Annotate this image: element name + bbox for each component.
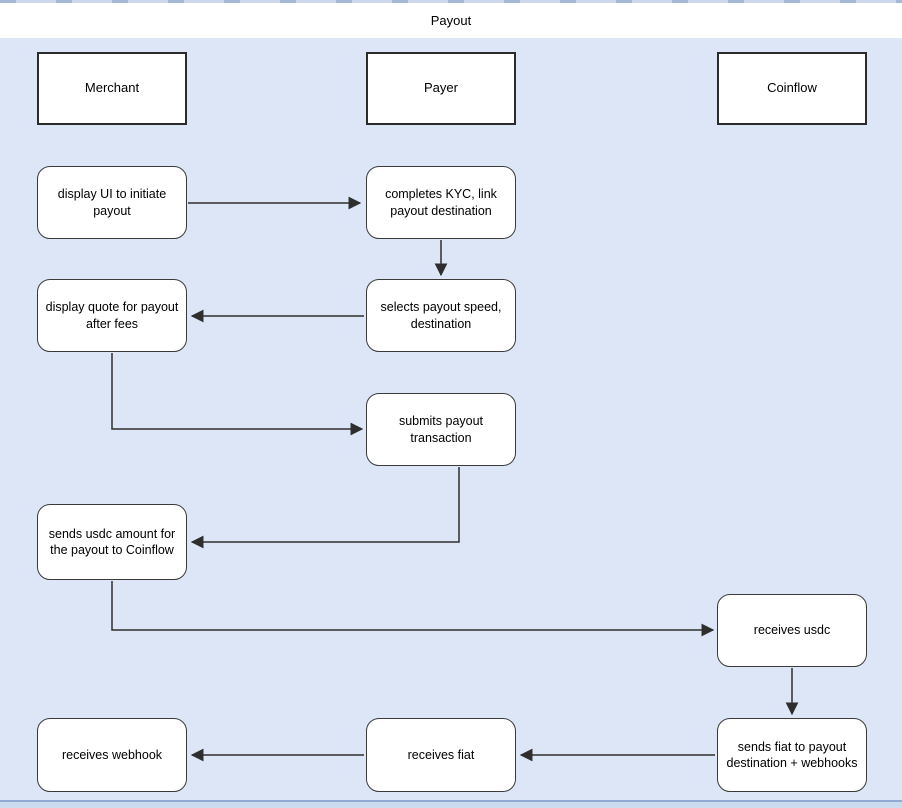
title-bar: Payout <box>0 3 902 38</box>
lane-header-payer: Payer <box>366 52 516 125</box>
node-selects-speed: selects payout speed, destination <box>366 279 516 352</box>
node-receives-usdc: receives usdc <box>717 594 867 667</box>
lane-header-payer-label: Payer <box>424 80 458 96</box>
node-receives-fiat-label: receives fiat <box>407 747 475 762</box>
node-sends-fiat-label: sends fiat to payout destination + webho… <box>726 739 858 770</box>
node-submits-tx-label: submits payout transaction <box>398 414 484 445</box>
node-completes-kyc-label: completes KYC, link payout destination <box>385 187 497 218</box>
node-submits-tx: submits payout transaction <box>366 393 516 466</box>
diagram-title: Payout <box>430 13 472 28</box>
node-receives-usdc-label: receives usdc <box>753 623 831 638</box>
lane-header-merchant-label: Merchant <box>84 80 140 96</box>
node-display-quote-label: display quote for payout after fees <box>45 300 179 331</box>
node-sends-fiat: sends fiat to payout destination + webho… <box>717 718 867 792</box>
node-display-quote: display quote for payout after fees <box>37 279 187 352</box>
node-selects-speed-label: selects payout speed, destination <box>380 300 502 331</box>
page-top-edge <box>0 0 902 3</box>
node-completes-kyc: completes KYC, link payout destination <box>366 166 516 239</box>
node-receives-webhook: receives webhook <box>37 718 187 792</box>
page-bottom-edge <box>0 800 902 802</box>
node-receives-fiat: receives fiat <box>366 718 516 792</box>
lane-header-coinflow-label: Coinflow <box>767 80 817 96</box>
page-bottom-strip <box>0 802 902 808</box>
node-receives-webhook-label: receives webhook <box>61 747 163 762</box>
lane-header-coinflow: Coinflow <box>717 52 867 125</box>
node-sends-usdc-label: sends usdc amount for the payout to Coin… <box>48 526 176 557</box>
lane-header-merchant: Merchant <box>37 52 187 125</box>
node-display-ui: display UI to initiate payout <box>37 166 187 239</box>
node-display-ui-label: display UI to initiate payout <box>57 187 167 218</box>
node-sends-usdc: sends usdc amount for the payout to Coin… <box>37 504 187 580</box>
